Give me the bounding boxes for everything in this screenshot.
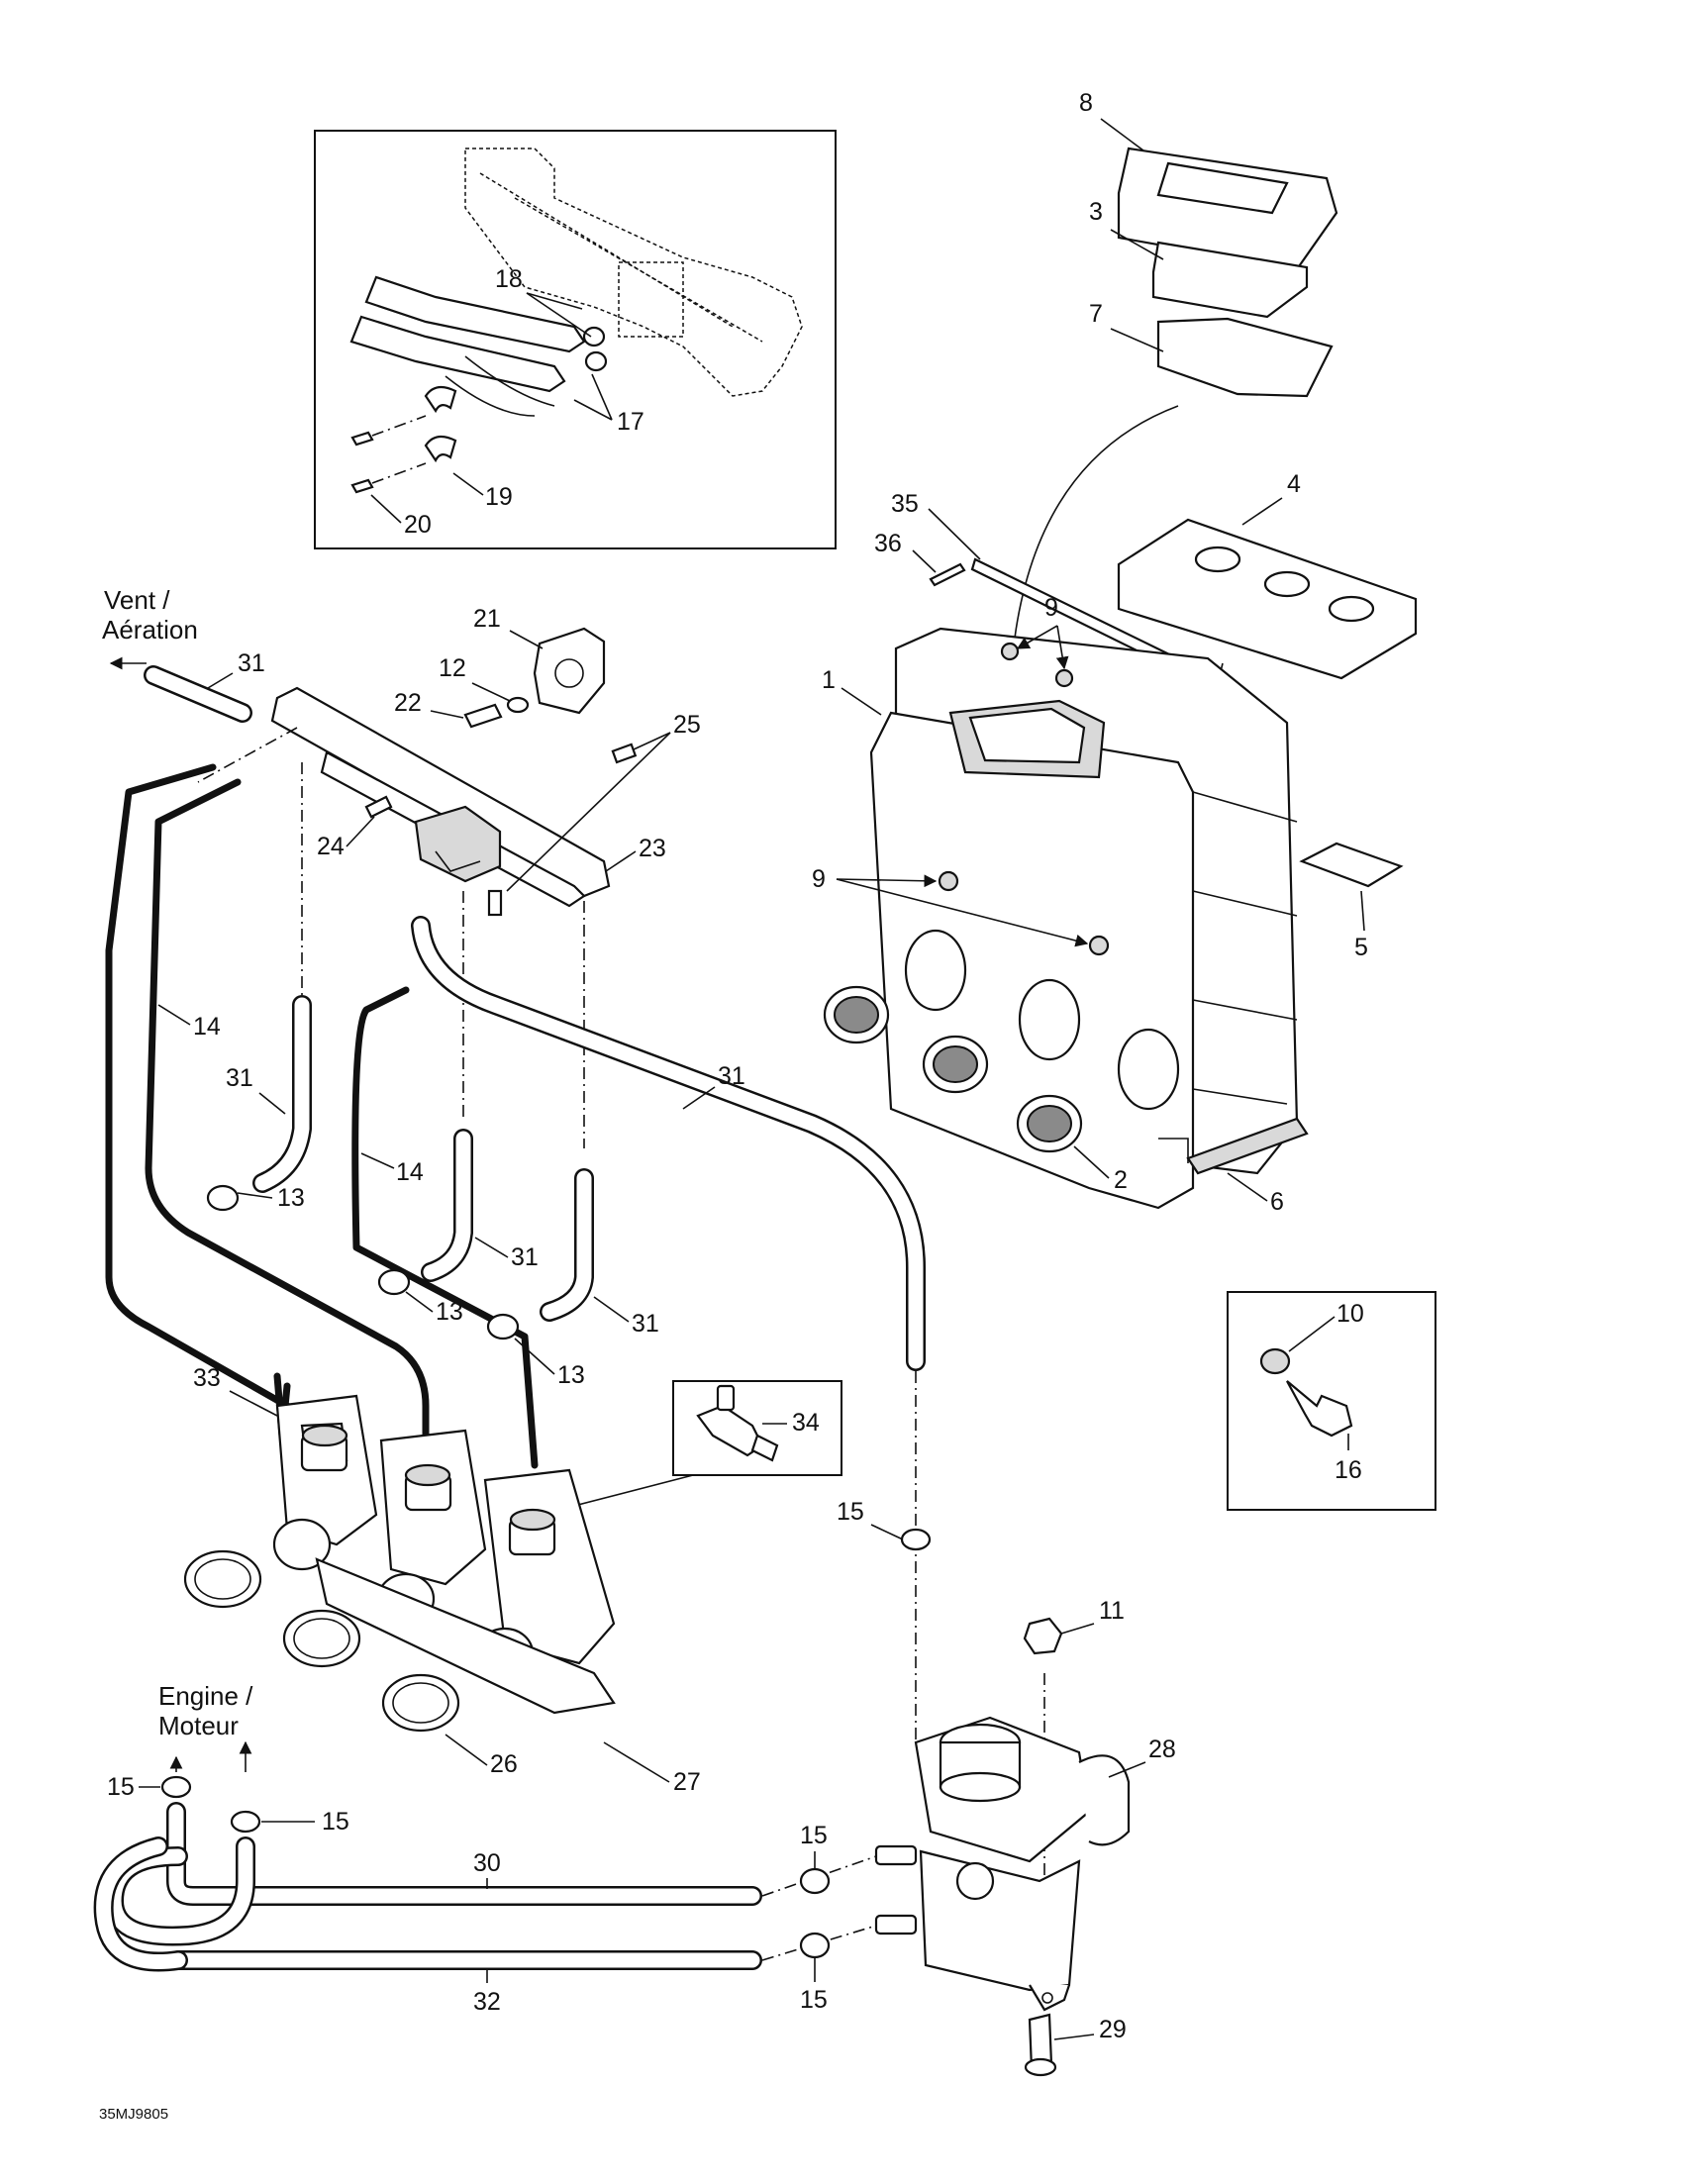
part-15-clamp-b (160, 1775, 192, 1799)
callout-8: 8 (1079, 89, 1093, 117)
callout-15-b: 15 (107, 1773, 135, 1801)
part-15-clamp-c (230, 1810, 261, 1834)
part-15-clamp-a (900, 1528, 932, 1551)
injector-clips (424, 385, 457, 463)
callout-11: 11 (1099, 1597, 1125, 1625)
engine-hoses: Engine / Moteur 15 15 30 32 15 15 (93, 1681, 877, 2016)
part-16-sensor (1286, 1380, 1353, 1438)
inset-sensor: 10 16 (1227, 1291, 1436, 1511)
part-9-grommets (938, 642, 1110, 956)
part-11-nut (1023, 1617, 1063, 1655)
callout-15-e: 15 (800, 1986, 828, 2014)
callout-15-d: 15 (800, 1822, 828, 1849)
callout-23: 23 (639, 835, 666, 862)
fuel-rail-ghost-shape (464, 148, 803, 397)
callout-28: 28 (1148, 1736, 1176, 1763)
callout-36: 36 (874, 530, 902, 557)
callout-15-a: 15 (837, 1498, 864, 1526)
inset-injector-detail: 18 17 19 20 (314, 130, 837, 549)
callout-6: 6 (1270, 1188, 1284, 1216)
callout-5: 5 (1354, 934, 1368, 961)
part-8-foam-frame (1117, 147, 1338, 271)
callout-13-c: 13 (557, 1361, 585, 1389)
callout-25: 25 (673, 711, 701, 739)
callout-18: 18 (495, 265, 523, 293)
callout-3: 3 (1089, 198, 1103, 226)
callout-26: 26 (490, 1750, 518, 1778)
callout-16: 16 (1335, 1456, 1362, 1484)
callout-4: 4 (1287, 470, 1301, 498)
callout-7: 7 (1089, 300, 1103, 328)
part-13-clamps (206, 1184, 520, 1340)
callout-31-mid: 31 (511, 1243, 539, 1271)
callout-1: 1 (822, 666, 836, 694)
part-10-seal (1259, 1347, 1291, 1375)
callout-33: 33 (193, 1364, 221, 1392)
injectors (349, 275, 608, 417)
part-4-foam-block (1117, 518, 1418, 680)
throttle-body-group: 33 (183, 1364, 701, 1796)
callout-30: 30 (473, 1849, 501, 1877)
part-25-fitting-bottom (487, 889, 503, 917)
part-7-cover-plate (1156, 317, 1334, 398)
part-24-plug (364, 795, 393, 819)
part-26-hose-clamps (183, 1549, 460, 1733)
callout-9-mid: 9 (812, 865, 826, 893)
carburetor-3 (483, 1468, 616, 1665)
part-2-rings (823, 985, 1083, 1153)
part-21-clamp-block (533, 627, 606, 715)
callout-22: 22 (394, 689, 422, 717)
callout-13-a: 13 (277, 1184, 305, 1212)
part-6-strap (1186, 1117, 1309, 1175)
air-silencer-group: 8 3 7 4 35 36 (812, 89, 1418, 1216)
callout-13-b: 13 (436, 1298, 463, 1326)
callout-32: 32 (473, 1988, 501, 2016)
part-5-patch (1299, 842, 1404, 888)
callout-9-top: 9 (1044, 594, 1058, 622)
part-12-washer (506, 696, 530, 714)
callout-2: 2 (1114, 1166, 1128, 1194)
callout-12: 12 (439, 654, 466, 682)
part-15-clamp-d (799, 1867, 831, 1895)
part-15-clamp-e (799, 1932, 831, 1959)
callout-35: 35 (891, 490, 919, 518)
callout-31-vent: 31 (238, 649, 265, 677)
hose-14-right (351, 986, 539, 1469)
callout-14-right: 14 (396, 1158, 424, 1186)
part-1-air-silencer (869, 627, 1299, 1210)
callout-31-long: 31 (718, 1062, 745, 1090)
callout-10: 10 (1336, 1300, 1364, 1328)
callout-21: 21 (473, 605, 501, 633)
inset-tee-fitting: 34 (538, 1380, 842, 1519)
callout-31-left: 31 (226, 1064, 253, 1092)
fuel-rail (270, 686, 611, 898)
part-22-screw (463, 703, 503, 729)
callout-24: 24 (317, 833, 345, 860)
part-36-pin (929, 562, 966, 587)
part-3-filter-pad (1151, 241, 1309, 319)
callout-19: 19 (485, 483, 513, 511)
vent-label-line2: Aération (102, 615, 198, 645)
callout-31-right: 31 (632, 1310, 659, 1338)
fuel-rail-group: Vent / Aération 31 21 12 22 25 24 23 (102, 585, 701, 1148)
figure-code: 35MJ9805 (99, 2106, 168, 2123)
callout-20: 20 (404, 511, 432, 539)
vent-label-line1: Vent / (104, 585, 170, 615)
engine-label-line2: Moteur (158, 1711, 239, 1740)
carburetor-1 (275, 1394, 378, 1546)
hose-14-inner (145, 778, 430, 1469)
callout-29: 29 (1099, 2016, 1127, 2043)
callout-17: 17 (617, 408, 644, 436)
carburetor-2 (379, 1429, 487, 1586)
callout-15-c: 15 (322, 1808, 349, 1836)
engine-label-line1: Engine / (158, 1681, 253, 1711)
callout-27: 27 (673, 1768, 701, 1796)
fuel-pump-group: 15 11 28 29 (837, 1371, 1176, 2077)
callout-34: 34 (792, 1409, 820, 1437)
hose-routing: 14 14 31 31 31 31 13 13 13 (105, 763, 926, 1469)
part-25-fitting-top (611, 743, 638, 764)
callout-14-left: 14 (193, 1013, 221, 1041)
injector-screws (350, 415, 427, 494)
